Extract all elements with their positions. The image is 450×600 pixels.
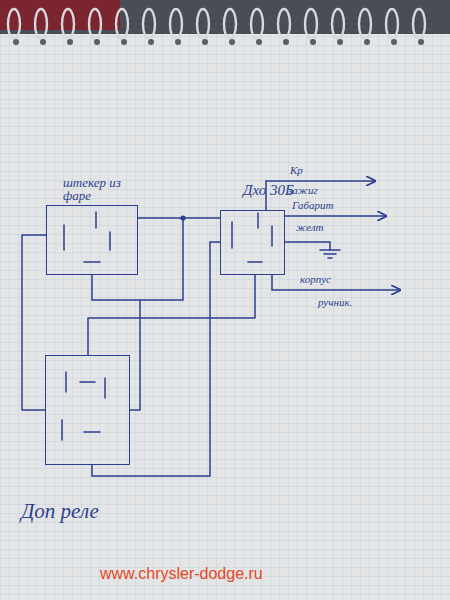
spiral-ring: [251, 9, 263, 39]
relay-label: Доп реле: [21, 500, 99, 522]
spiral-ring: [116, 9, 128, 39]
wire: [130, 300, 140, 410]
spiral-ring: [89, 9, 101, 39]
wire-label: корпус: [300, 273, 331, 285]
punch-hole: [40, 39, 46, 45]
wire: [88, 275, 255, 355]
punch-hole: [13, 39, 19, 45]
wire: [138, 217, 220, 219]
spiral-ring: [143, 9, 155, 39]
wire: [285, 242, 330, 250]
wire-label: желт: [296, 221, 323, 233]
relay-box: Доп реле: [45, 355, 130, 465]
relay-label: Дхо 30Б: [243, 183, 294, 199]
punch-hole: [337, 39, 343, 45]
punch-hole: [418, 39, 424, 45]
punch-hole: [94, 39, 100, 45]
relay-box: штекер из фаре: [46, 205, 138, 275]
punch-hole: [121, 39, 127, 45]
wire-label: зажиг: [288, 184, 318, 196]
wire-label: ручник.: [318, 296, 352, 308]
punch-hole: [229, 39, 235, 45]
punch-hole: [202, 39, 208, 45]
spiral-ring: [8, 9, 20, 39]
spiral-ring: [35, 9, 47, 39]
spiral-binding: [8, 9, 425, 45]
punch-hole: [175, 39, 181, 45]
wire-label: Кр: [290, 164, 303, 176]
grid: [0, 34, 450, 600]
ground-symbol: [320, 250, 340, 258]
paper: [0, 34, 450, 600]
spiral-ring: [278, 9, 290, 39]
punch-hole: [256, 39, 262, 45]
punch-hole: [67, 39, 73, 45]
spiral-ring: [305, 9, 317, 39]
relay-contacts: [64, 212, 110, 262]
punch-hole: [148, 39, 154, 45]
wire: [92, 242, 220, 476]
wire: [22, 235, 46, 410]
spiral-ring: [386, 9, 398, 39]
relay-contacts: [62, 372, 105, 440]
relay-label: штекер из фаре: [63, 176, 127, 203]
punch-hole: [364, 39, 370, 45]
punch-hole: [310, 39, 316, 45]
spiral-ring: [332, 9, 344, 39]
relay-contacts: [232, 213, 272, 262]
output-arrow: [272, 275, 400, 290]
spiral-ring: [224, 9, 236, 39]
spiral-ring: [359, 9, 371, 39]
spiral-ring: [62, 9, 74, 39]
punch-hole: [283, 39, 289, 45]
spiral-ring: [170, 9, 182, 39]
relay-box: Дхо 30Б: [220, 210, 285, 275]
spiral-ring: [413, 9, 425, 39]
watermark: www.chrysler-dodge.ru: [100, 565, 263, 583]
spiral-ring: [197, 9, 209, 39]
punch-hole: [391, 39, 397, 45]
wire-label: Габарит: [292, 199, 333, 211]
output-arrow: [285, 215, 386, 217]
